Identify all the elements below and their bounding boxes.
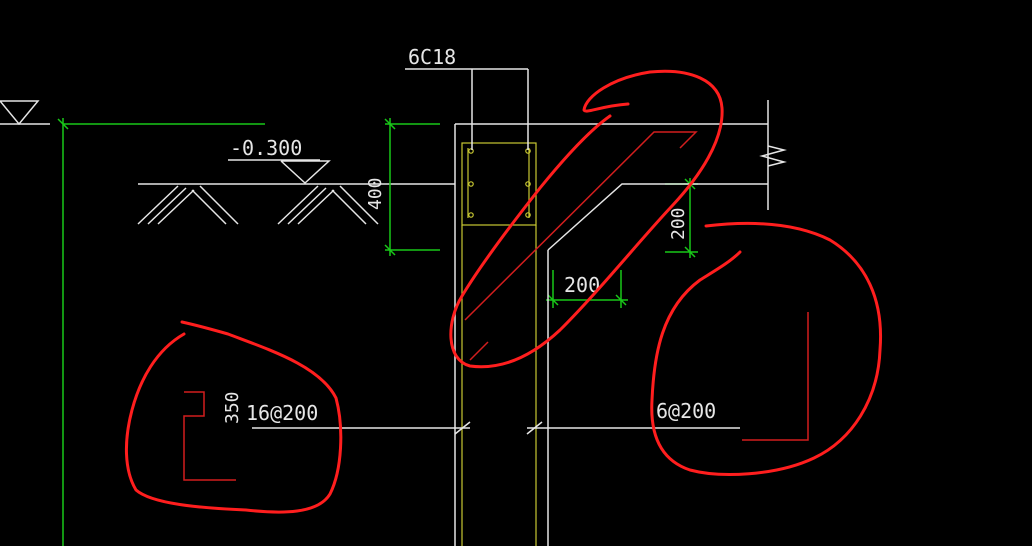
dimension-left-small-label: 350 <box>222 391 243 424</box>
wall-outline <box>454 100 787 546</box>
rebar-dots <box>468 148 531 218</box>
rebar-shape-left <box>183 391 236 481</box>
reference-lines <box>57 118 265 546</box>
dimension-wall-height <box>384 118 440 256</box>
dimension-wall-height-label: 400 <box>365 177 386 210</box>
wall-section <box>461 142 537 546</box>
dimension-haunch-vertical-label: 200 <box>668 207 689 240</box>
rebar-shape-right <box>742 312 809 441</box>
rebar-right-leader <box>526 421 740 435</box>
rebar-top-leader <box>405 68 529 150</box>
markup-annotations <box>124 69 883 514</box>
ground-line <box>137 183 455 225</box>
elevation-marker <box>228 159 331 185</box>
rebar-left-leader <box>252 421 471 435</box>
rebar-right-label: 6@200 <box>656 399 716 423</box>
markup-circle-right <box>650 221 883 476</box>
rebar-top-label: 6C18 <box>408 45 456 69</box>
elevation-label: -0.300 <box>230 136 302 160</box>
markup-circle-haunch <box>449 69 724 369</box>
markup-circle-left <box>124 320 343 514</box>
haunch-rebar <box>464 131 698 361</box>
rebar-left-label: 16@200 <box>246 401 318 425</box>
ground-level-marker <box>0 100 50 126</box>
